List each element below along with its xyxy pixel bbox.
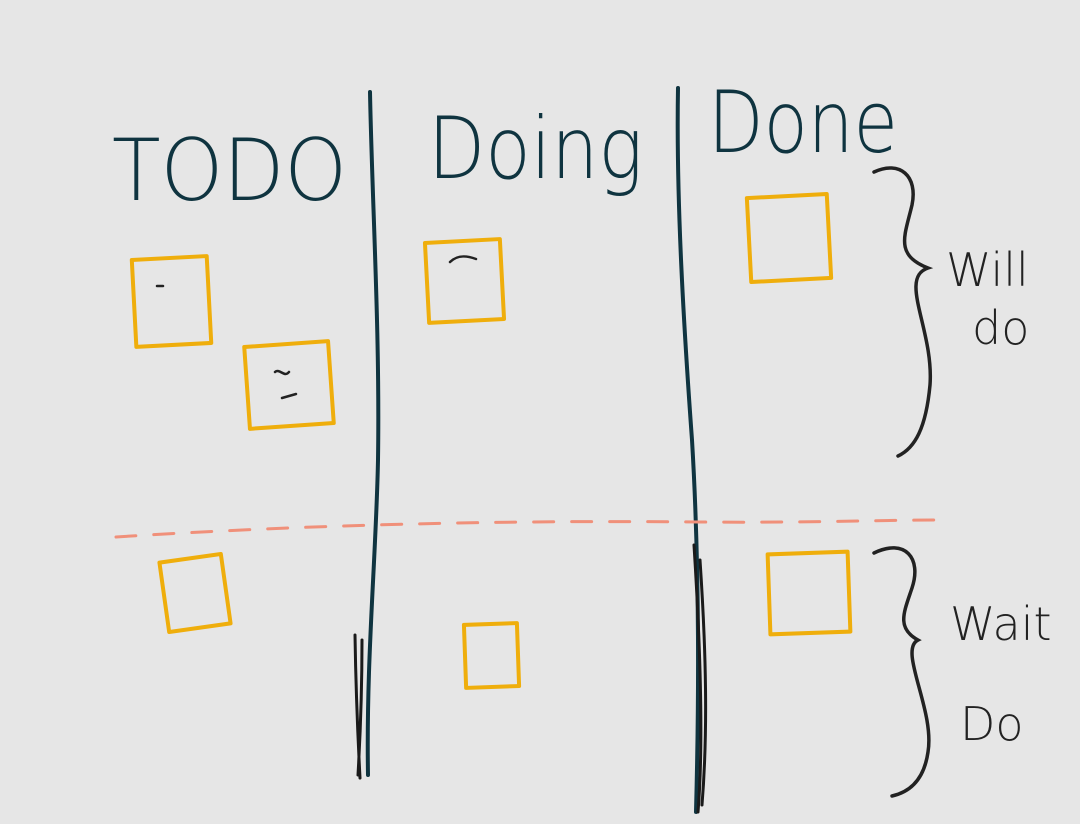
card-doing-2[interactable] xyxy=(461,621,522,690)
group-label-do-2: Do xyxy=(960,697,1024,751)
column-divider-2-bottom xyxy=(692,543,708,814)
group-label-do: do xyxy=(972,301,1029,355)
swimlane-divider xyxy=(114,518,946,539)
column-title-done: Done xyxy=(708,73,898,173)
group-label-wait: Wait xyxy=(950,597,1052,651)
card-todo-3[interactable] xyxy=(157,552,233,634)
column-title-todo: TODO xyxy=(112,121,347,221)
card-doing-1[interactable] xyxy=(422,237,507,325)
group-label-will: Will xyxy=(946,243,1029,297)
column-title-doing: Doing xyxy=(428,99,643,199)
brace-wait-do xyxy=(872,546,931,798)
column-divider-1 xyxy=(365,90,381,777)
card-todo-1[interactable] xyxy=(129,254,214,349)
card-done-2[interactable] xyxy=(765,549,853,637)
card-done-1[interactable] xyxy=(744,191,834,285)
column-divider-1-bottom xyxy=(353,633,364,780)
card-todo-2[interactable] xyxy=(242,339,336,431)
column-divider-2 xyxy=(675,86,701,814)
brace-will-do xyxy=(872,166,934,458)
